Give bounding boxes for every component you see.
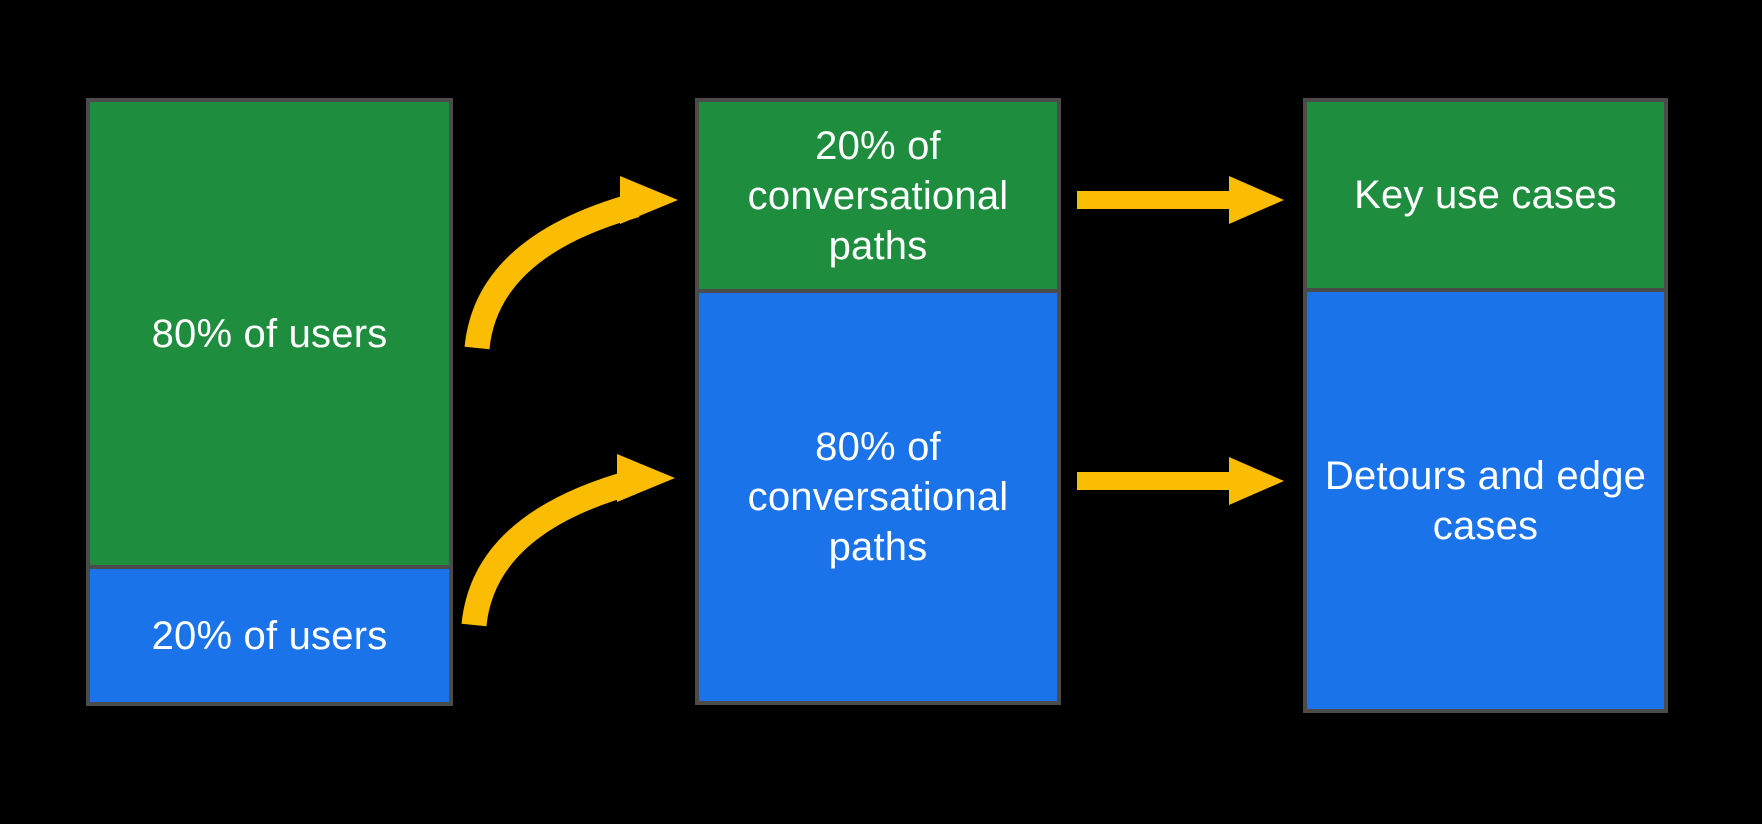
segment-paths-80-label: 80% of conversational paths [747,425,1009,569]
users-column: 80% of users 20% of users [86,98,453,706]
straight-arrow-paths20-to-key-use-cases-icon [1077,176,1284,224]
segment-key-use-cases: Key use cases [1307,102,1664,288]
segment-paths-80: 80% of conversational paths [699,293,1057,701]
curved-arrow-users20-to-paths80-icon [461,454,675,627]
outcomes-column: Key use cases Detours and edge cases [1303,98,1668,713]
conversational-paths-column: 20% of conversational paths 80% of conve… [695,98,1061,705]
segment-users-80-label: 80% of users [151,311,388,356]
segment-users-20: 20% of users [90,569,449,702]
segment-users-80: 80% of users [90,102,449,565]
segment-detours-edge-cases-label: Detours and edge cases [1324,453,1647,548]
segment-users-20-label: 20% of users [151,613,388,658]
curved-arrow-users80-to-paths20-icon [464,176,678,350]
straight-arrow-paths80-to-detours-icon [1077,457,1284,505]
segment-key-use-cases-label: Key use cases [1354,173,1617,217]
segment-paths-20: 20% of conversational paths [699,102,1057,289]
segment-detours-edge-cases: Detours and edge cases [1307,292,1664,709]
segment-paths-20-label: 20% of conversational paths [747,123,1009,268]
